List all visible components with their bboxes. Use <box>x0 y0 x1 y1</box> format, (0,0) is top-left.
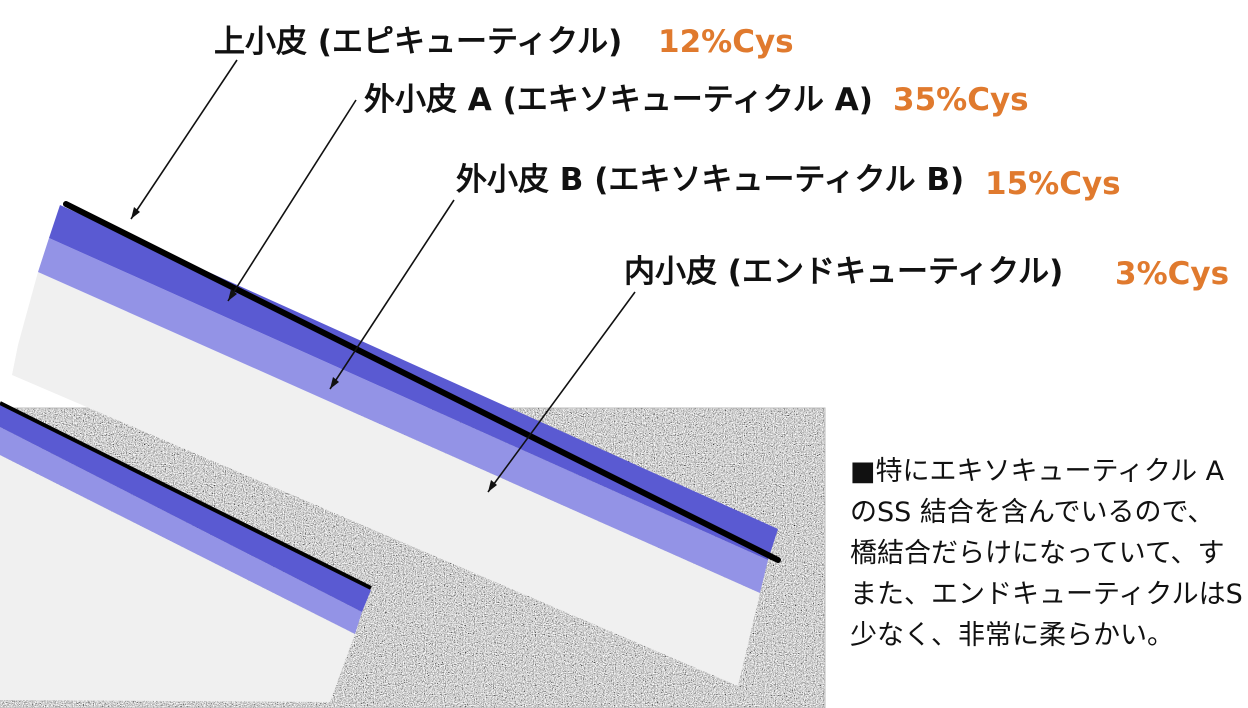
exocuticle-a-cys: 35%Cys <box>893 82 1029 118</box>
note-line-5: 少なく、非常に柔らかい。 <box>850 620 1174 651</box>
lower-exocuticle-b-layer <box>0 427 362 634</box>
lower-endocuticle-layer <box>0 455 355 702</box>
epicuticle-label: 上小皮 (エピキューティクル) <box>214 24 622 60</box>
lower-exocuticle-a-band <box>0 405 371 612</box>
endocuticle-cys: 3%Cys <box>1115 256 1229 292</box>
epicuticle-cys: 12%Cys <box>658 24 794 60</box>
label-epicuticle: 上小皮 (エピキューティクル) 12%Cys <box>214 24 794 60</box>
label-exocuticle-a: 外小皮 A (エキソキューティクル A) 35%Cys <box>364 82 1029 118</box>
arrow-exocuticle-b <box>329 199 455 390</box>
note-line-4: また、エンドキューティクルはS <box>850 579 1243 610</box>
note-line-2: のSS 結合を含んでいるので、 <box>850 497 1214 528</box>
epicuticle-line <box>63 201 781 563</box>
endocuticle-layer <box>12 272 760 686</box>
upper-cuticle-scale <box>12 201 781 686</box>
label-endocuticle: 内小皮 (エンドキューティクル) 3%Cys <box>624 254 1229 292</box>
label-exocuticle-b: 外小皮 B (エキソキューティクル B) 15%Cys <box>456 162 1121 202</box>
endocuticle-label: 内小皮 (エンドキューティクル) <box>624 254 1063 290</box>
arrow-epicuticle <box>130 59 238 220</box>
lower-cuticle-scale <box>0 401 372 702</box>
exocuticle-b-label: 外小皮 B (エキソキューティクル B) <box>456 162 964 198</box>
arrow-endocuticle <box>487 291 636 493</box>
exocuticle-b-layer <box>38 238 768 593</box>
lower-epicuticle-line <box>0 401 372 590</box>
arrow-exocuticle-a <box>227 99 357 302</box>
exocuticle-a-label: 外小皮 A (エキソキューティクル A) <box>364 82 873 118</box>
note-line-3: 橋結合だらけになっていて、す <box>850 538 1225 569</box>
explanation-note: ■特にエキソキューティクル A のSS 結合を含んでいるので、 橋結合だらけにな… <box>850 456 1243 651</box>
note-line-1: ■特にエキソキューティクル A <box>850 456 1225 487</box>
exocuticle-b-cys: 15%Cys <box>985 166 1121 202</box>
